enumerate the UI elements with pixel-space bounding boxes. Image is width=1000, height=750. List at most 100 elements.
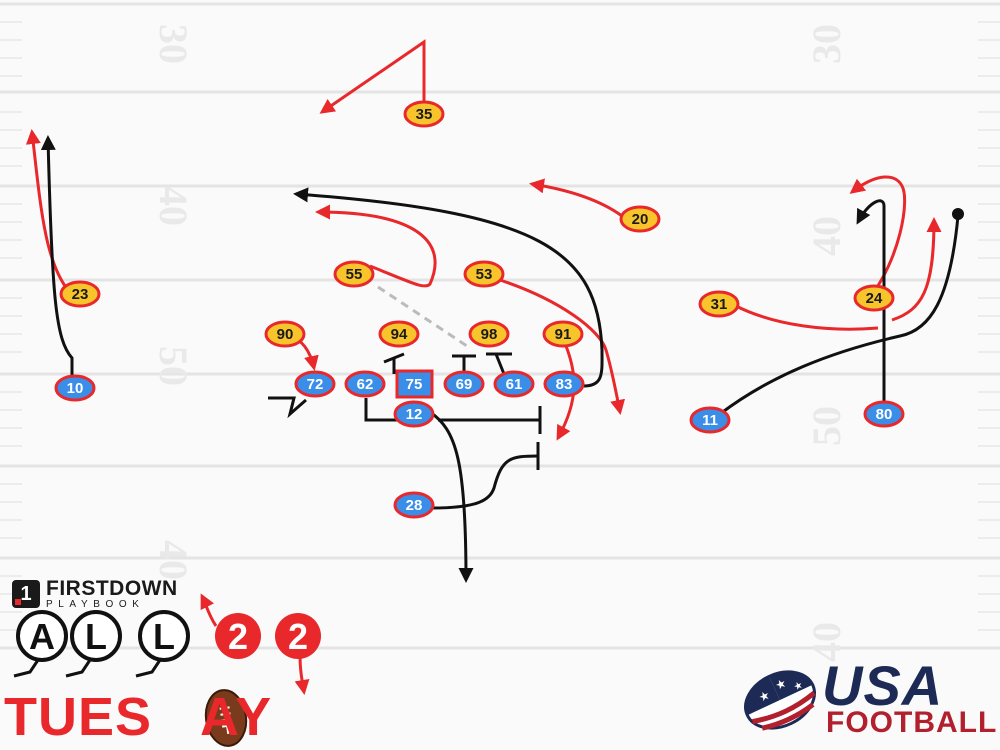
- svg-text:75: 75: [406, 376, 423, 393]
- yard-numbers: 30 40 50 40 30 40 50 40: [151, 24, 849, 662]
- svg-text:35: 35: [416, 106, 433, 123]
- yard-number: 30: [151, 24, 196, 64]
- defender-53: 53: [463, 260, 505, 288]
- offense-10: 10: [54, 374, 96, 402]
- two-circle: [275, 613, 321, 659]
- defender-31: 31: [698, 290, 740, 318]
- route-23: [25, 129, 70, 291]
- svg-text:10: 10: [67, 380, 84, 397]
- route-31: [735, 304, 879, 331]
- svg-text:28: 28: [406, 497, 423, 514]
- route-55: [315, 204, 437, 288]
- route-53: [499, 278, 626, 415]
- svg-text:91: 91: [555, 326, 572, 343]
- two-circle: [215, 613, 261, 659]
- letter-l: L: [153, 616, 175, 657]
- svg-text:69: 69: [456, 376, 473, 393]
- two-arrow: [294, 655, 310, 695]
- route-24b: [891, 217, 942, 322]
- letter-circle: [70, 610, 122, 662]
- yard-number: 40: [151, 540, 196, 580]
- svg-text:12: 12: [406, 406, 423, 423]
- route-24: [849, 175, 907, 301]
- yard-number: 30: [804, 24, 849, 64]
- defense-routes: [25, 39, 942, 441]
- route-20: [529, 178, 623, 218]
- route-80: [856, 199, 886, 412]
- yard-number: 40: [804, 622, 849, 662]
- firstdown-badge: 1: [12, 580, 40, 608]
- block-61: [486, 352, 512, 375]
- letter-a: A: [29, 616, 55, 657]
- football-wordmark: FOOTBALL: [826, 706, 998, 739]
- tuesday-left: TUES: [4, 687, 153, 747]
- yard-lines: [0, 2, 1000, 650]
- all-22-logo: A L L 2 2: [13, 593, 321, 747]
- playbook-wordmark: PLAYBOOK: [46, 599, 145, 610]
- route-10: [40, 135, 74, 382]
- yard-number: 50: [151, 346, 196, 386]
- football-icon: [204, 689, 248, 747]
- svg-text:★: ★: [792, 680, 805, 694]
- hash-marks: [0, 21, 1000, 631]
- offense-28: 28: [393, 491, 435, 519]
- firstdown-wordmark: FIRSTDOWN: [46, 577, 178, 600]
- block-75: [383, 352, 405, 374]
- svg-text:53: 53: [476, 266, 493, 283]
- svg-text:98: 98: [481, 326, 498, 343]
- svg-text:72: 72: [307, 376, 324, 393]
- defender-94: 94: [378, 320, 420, 348]
- offense-players: 10 72 62 75 69 61 83 12 28 11 80: [54, 369, 905, 519]
- offense-11: 11: [689, 406, 731, 434]
- two-arrow: [200, 593, 218, 627]
- block-72: [268, 396, 307, 419]
- svg-text:61: 61: [506, 376, 523, 393]
- two-digit: 2: [228, 616, 248, 657]
- svg-text:62: 62: [357, 376, 374, 393]
- defender-90: 90: [264, 320, 306, 348]
- route-11: [719, 215, 960, 416]
- svg-text:★: ★: [757, 688, 773, 705]
- offense-62: 62: [344, 370, 386, 398]
- offense-qb-12: 12: [393, 400, 435, 428]
- svg-text:94: 94: [391, 326, 408, 343]
- usa-wordmark: USA: [822, 654, 944, 717]
- svg-text:24: 24: [866, 290, 883, 307]
- svg-text:★: ★: [773, 676, 789, 693]
- letter-l: L: [85, 616, 107, 657]
- two-digit: 2: [288, 616, 308, 657]
- svg-text:90: 90: [277, 326, 294, 343]
- letter-circle: [16, 610, 68, 662]
- svg-text:23: 23: [72, 286, 89, 303]
- defender-55: 55: [333, 260, 375, 288]
- yard-number: 40: [804, 216, 849, 256]
- offense-72: 72: [294, 370, 336, 398]
- defender-35: 35: [403, 100, 445, 128]
- defender-23: 23: [59, 280, 101, 308]
- defender-24: 24: [853, 284, 895, 312]
- defense-players: 35 20 55 53 90 94 98 91 23 31 24: [59, 100, 895, 348]
- svg-text:20: 20: [632, 211, 649, 228]
- route-12: [429, 410, 474, 583]
- defender-98: 98: [468, 320, 510, 348]
- firstdown-playbook-logo: 1 FIRSTDOWN PLAYBOOK: [12, 578, 178, 610]
- tuesday-wordmark: TUES AY: [4, 690, 272, 744]
- route-83: [293, 187, 604, 388]
- route-35: [319, 39, 426, 114]
- letter-circle: [138, 610, 190, 662]
- defender-20: 20: [619, 205, 661, 233]
- offense-routes: [40, 135, 960, 583]
- usa-football-ball-icon: ★ ★ ★: [744, 670, 816, 731]
- svg-text:31: 31: [711, 296, 728, 313]
- offense-80: 80: [863, 400, 905, 428]
- tuesday-right: AY: [200, 687, 273, 747]
- route-endpoint-dot: [952, 208, 964, 220]
- offense-83: 83: [543, 370, 585, 398]
- route-28: [431, 454, 539, 510]
- svg-text:55: 55: [346, 266, 363, 283]
- offense-61: 61: [493, 370, 535, 398]
- offense-69: 69: [443, 370, 485, 398]
- yard-number: 40: [151, 186, 196, 226]
